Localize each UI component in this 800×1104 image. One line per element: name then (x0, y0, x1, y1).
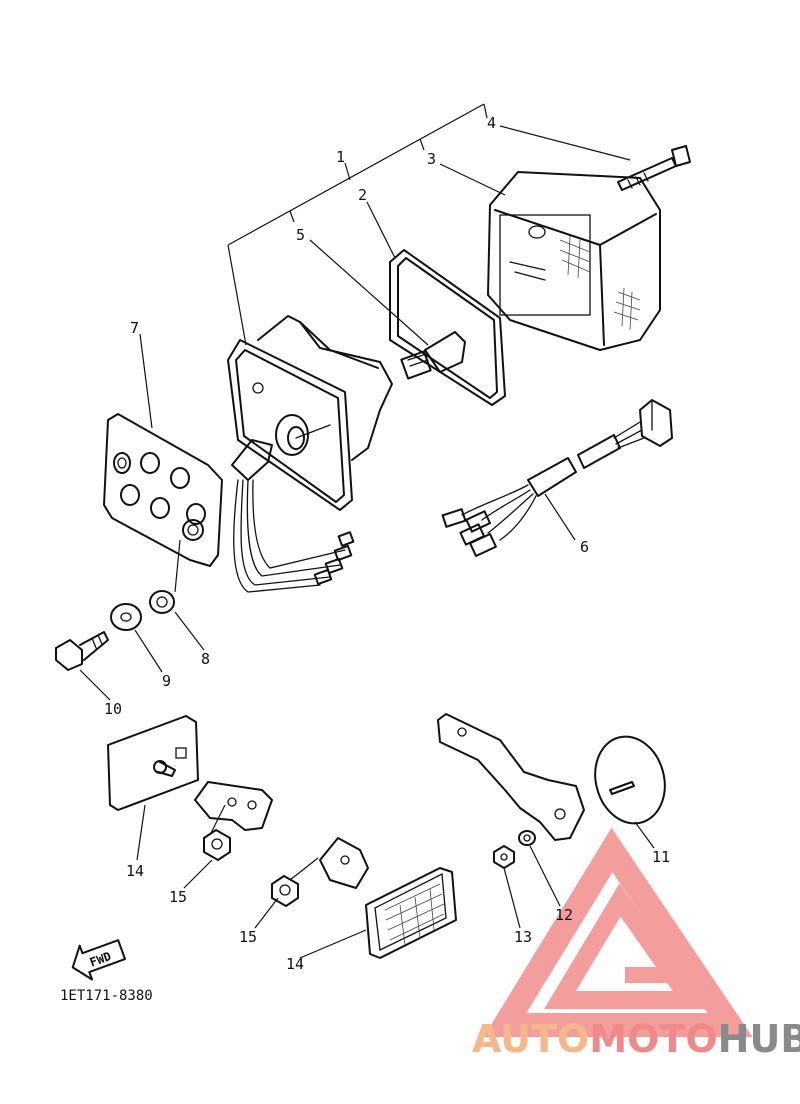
label-part-14-right: 14 (286, 955, 304, 973)
watermark-moto: MOTO (589, 1017, 717, 1061)
label-part-13: 13 (514, 928, 532, 946)
fwd-arrow: FWD (71, 939, 126, 981)
label-part-9: 9 (162, 672, 171, 690)
label-part-14-left: 14 (126, 862, 144, 880)
reflector-11 (594, 735, 666, 825)
washer-9 (110, 603, 142, 631)
label-part-15-middle: 15 (239, 928, 257, 946)
wire-harness-6 (441, 399, 673, 557)
label-part-3: 3 (427, 150, 436, 168)
label-part-6: 6 (580, 538, 589, 556)
fwd-arrow-label: FWD (88, 949, 113, 970)
part-labels: 1 2 3 4 5 6 7 8 9 10 11 12 13 14 14 15 1… (104, 114, 670, 973)
watermark-hub: HUB (718, 1017, 800, 1061)
housing-wires (233, 479, 355, 593)
bracket-middle (319, 837, 369, 889)
nut-8 (149, 590, 175, 614)
label-part-15-left: 15 (169, 888, 187, 906)
reflector-14-right (365, 867, 457, 959)
nut-15-left (203, 829, 231, 861)
bracket-right (437, 713, 585, 841)
base-plate-7 (103, 413, 223, 567)
lens-3 (487, 171, 661, 351)
screw-4 (617, 145, 691, 191)
leader-lines (79, 125, 655, 959)
label-part-1: 1 (336, 148, 345, 166)
washer-12 (518, 830, 536, 846)
label-part-4: 4 (487, 114, 496, 132)
bracket-left (194, 781, 273, 831)
drawing-code: 1ET171-8380 (60, 988, 153, 1004)
assembly-bracket (227, 103, 488, 346)
watermark-wordmark: AUTOMOTOHUB (472, 1017, 800, 1061)
reflector-14-left (107, 715, 199, 811)
housing-1 (227, 315, 393, 511)
label-part-8: 8 (201, 650, 210, 668)
label-part-2: 2 (358, 186, 367, 204)
watermark-logo (483, 827, 753, 1037)
bolt-10 (55, 631, 109, 671)
label-part-11: 11 (652, 848, 670, 866)
watermark-auto: AUTO (472, 1017, 589, 1061)
nut-13 (493, 845, 515, 869)
svg-text:AUTOMOTOHUB: AUTOMOTOHUB (472, 1017, 800, 1061)
bulb-5 (400, 331, 466, 380)
label-part-12: 12 (555, 906, 573, 924)
nut-15-middle (271, 875, 299, 907)
label-part-7: 7 (130, 319, 139, 337)
gasket-2 (389, 249, 506, 406)
label-part-5: 5 (296, 226, 305, 244)
label-part-10: 10 (104, 700, 122, 718)
